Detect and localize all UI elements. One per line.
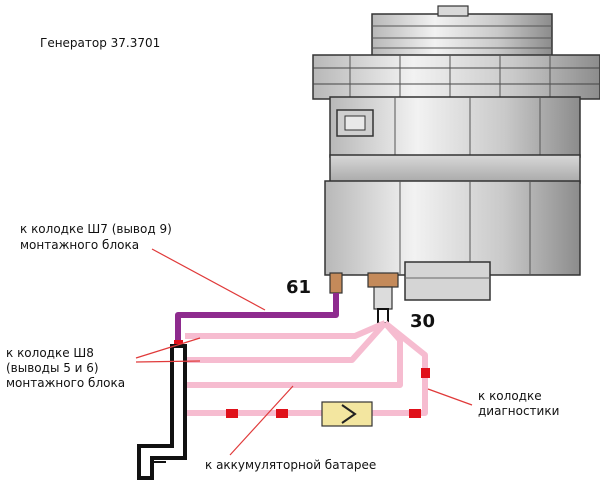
diagram-title: Генератор 37.3701: [40, 36, 161, 50]
label-sh7-line2: монтажного блока: [20, 238, 140, 252]
connector-battery-1: [226, 409, 238, 418]
connector-battery-2: [276, 409, 288, 418]
pointer-lines: [135, 248, 473, 456]
fan-housing: [312, 54, 600, 100]
terminal-30-label: 30: [410, 311, 436, 332]
pointer-battery: [229, 385, 294, 456]
wires: [175, 293, 428, 416]
label-battery: к аккумуляторной батарее: [205, 458, 377, 472]
pointer-sh8-lower: [135, 360, 201, 363]
fuse-block: [321, 401, 373, 427]
terminal-61-stud: [329, 272, 343, 294]
terminal-30-nut: [373, 286, 393, 310]
mounting-block-bracket: [137, 344, 187, 480]
pointer-sh7: [151, 248, 266, 311]
wire-30-to-sh8-upper: [185, 320, 387, 339]
label-sh8-line1: к колодке Ш8: [6, 346, 94, 360]
label-sh8-line2: (выводы 5 и 6): [6, 361, 99, 375]
connector-diag-1: [421, 368, 430, 378]
voltage-regulator: [404, 261, 491, 301]
pointer-diagnostics: [427, 388, 473, 406]
pointer-sh8-upper: [135, 337, 201, 359]
pulley-nut: [437, 5, 469, 17]
connector-diag-2: [409, 409, 421, 418]
housing-band: [329, 154, 581, 184]
terminal-61-label: 61: [286, 277, 312, 298]
label-diag-line2: диагностики: [478, 404, 560, 418]
wire-30-to-sh8-lower: [185, 321, 388, 363]
terminal-30-base: [367, 272, 399, 288]
connectors: [174, 340, 430, 418]
wire-61-violet: [175, 293, 339, 350]
pulley: [371, 13, 553, 59]
label-sh7-line1: к колодке Ш7 (вывод 9): [20, 222, 172, 236]
rear-cover: [324, 180, 581, 276]
wire-30-to-diagnostics: [185, 320, 428, 416]
label-sh8-line3: монтажного блока: [6, 376, 126, 390]
label-diag-line1: к колодке: [478, 389, 542, 403]
generator-body: [312, 5, 600, 324]
